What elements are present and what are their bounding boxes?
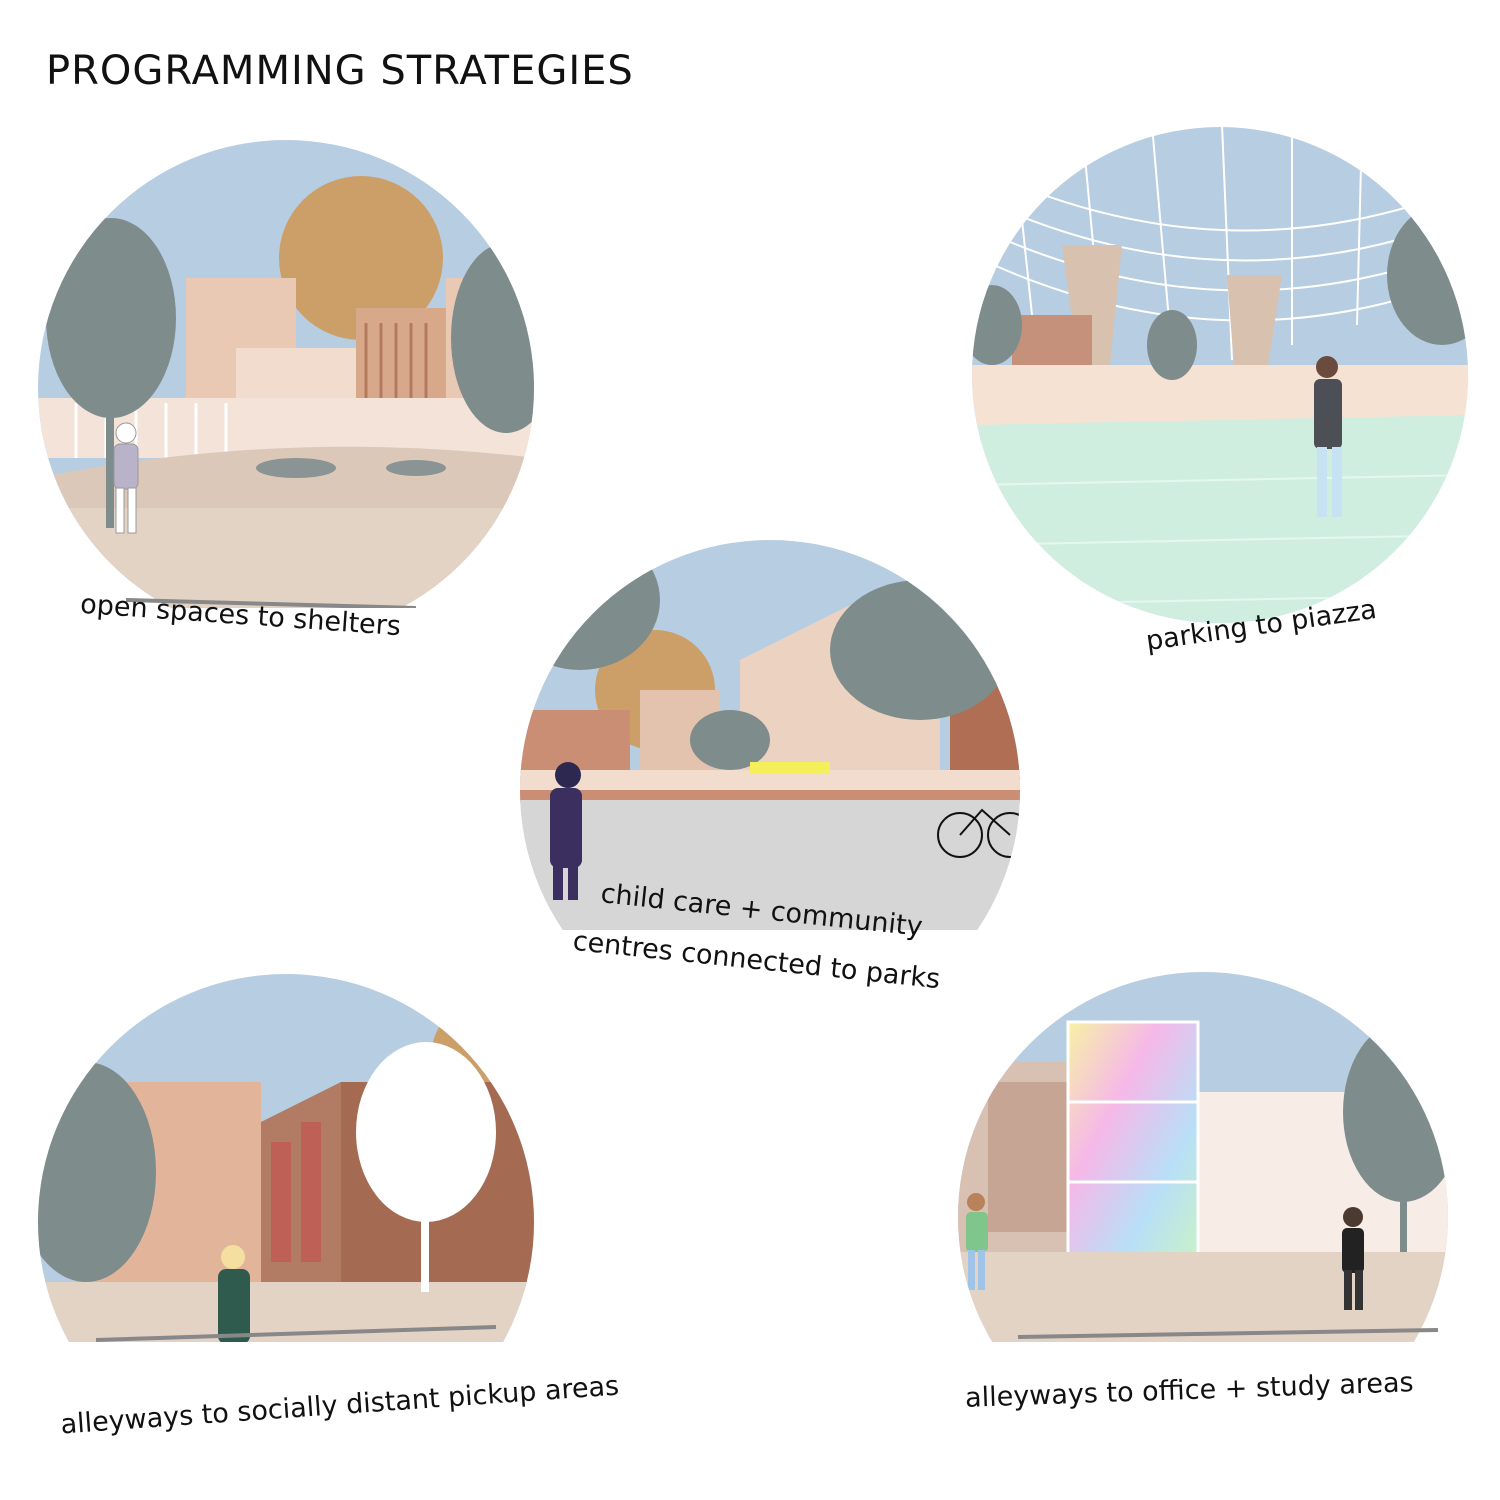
vignette-childcare [520,540,1020,930]
page-title: PROGRAMMING STRATEGIES [46,48,634,94]
vignette-alleyways-office [958,962,1458,1342]
caption-alleyways-office: alleyways to office + study areas [964,1367,1415,1414]
bicycle-icon [937,808,1020,858]
tree-icon [972,205,1468,380]
person-icon [113,422,139,534]
person-icon [1342,1207,1364,1310]
tree-icon [356,1042,496,1222]
vignette-open-spaces [36,138,536,608]
modular-pavilion [1068,1022,1198,1262]
person-icon [966,1193,988,1290]
vignette-parking [972,125,1472,645]
person-icon [1314,356,1342,517]
sun-icon [279,176,443,340]
tree-icon [1343,1022,1448,1202]
person-icon [550,762,582,900]
person-icon [218,1245,250,1342]
caption-alleyways-pickup: alleyways to socially distant pickup are… [59,1370,621,1441]
vignette-alleyways-pickup [36,972,536,1342]
